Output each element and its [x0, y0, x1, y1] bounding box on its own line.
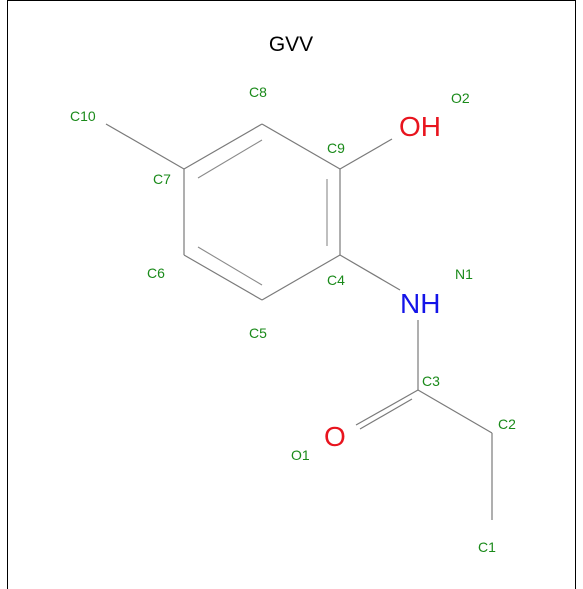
atom-label-c10: C10 [70, 108, 96, 124]
atom-label-n1: N1 [455, 266, 473, 282]
bond-c3-o1-outer [355, 389, 419, 426]
substituent-bonds [105, 123, 493, 520]
atom-label-c7: C7 [153, 171, 171, 187]
atom-label-c3: C3 [422, 373, 440, 389]
hydroxyl-label: OH [399, 111, 441, 142]
atom-label-c6: C6 [147, 265, 165, 281]
atom-labels: C10 C8 O2 C9 C7 C6 C4 N1 C5 C3 C2 O1 C1 [70, 84, 516, 555]
bond-double-c5-c6 [197, 246, 263, 286]
bond-c8-c9 [261, 123, 341, 170]
atom-label-o1: O1 [291, 447, 310, 463]
bond-c4-n1 [339, 254, 401, 291]
bond-double-c7-c8 [197, 139, 263, 179]
atom-label-c9: C9 [327, 140, 345, 156]
bond-c7-c8 [183, 123, 263, 170]
atom-label-c5: C5 [249, 325, 267, 341]
atom-label-c4: C4 [327, 272, 345, 288]
atom-label-o2: O2 [451, 90, 470, 106]
amine-label: NH [400, 288, 440, 319]
carbonyl-oxygen-label: O [324, 421, 346, 452]
atom-label-c2: C2 [498, 416, 516, 432]
bond-c5-c6 [183, 254, 263, 301]
bond-c4-c5 [261, 254, 341, 301]
atom-label-c8: C8 [249, 84, 267, 100]
atom-label-c1: C1 [478, 539, 496, 555]
bond-c9-o2 [339, 138, 393, 170]
bond-c7-c10 [105, 123, 185, 170]
benzene-ring [183, 123, 341, 301]
bond-c3-c2 [417, 389, 493, 434]
bond-c3-o1-inner [359, 398, 413, 430]
molecule-title: GVV [269, 33, 313, 56]
diagram-frame [7, 0, 576, 589]
